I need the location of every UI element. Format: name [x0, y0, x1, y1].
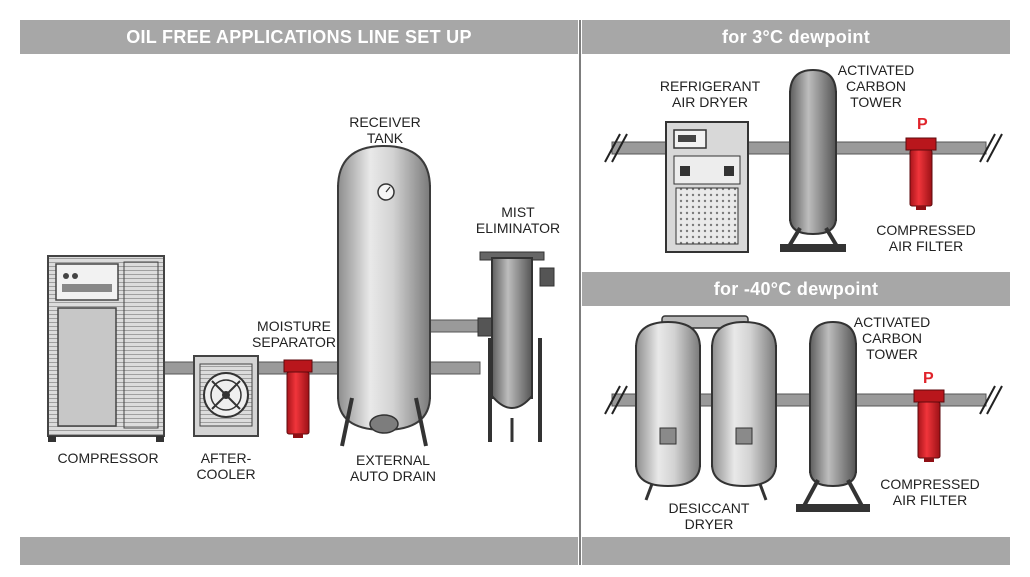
bottom-filter-label-line1: COMPRESSED: [880, 476, 980, 492]
vertical-divider-line: [579, 20, 581, 565]
mist-eliminator-label: MIST ELIMINATOR: [468, 204, 568, 236]
main-panel-title: OIL FREE APPLICATIONS LINE SET UP: [126, 26, 472, 47]
top-carbon-tower-label-line3: TOWER: [850, 94, 902, 110]
top-right-panel-title: for 3°C dewpoint: [722, 26, 870, 47]
bottom-compressed-air-filter: [913, 389, 945, 462]
external-auto-drain-label: EXTERNAL AUTO DRAIN: [338, 452, 448, 484]
right-panel-footer: [582, 537, 1010, 565]
receiver-tank-label-line2: TANK: [366, 130, 404, 146]
bottom-right-pipe: [604, 385, 1003, 415]
bottom-activated-carbon-tower: [796, 320, 870, 512]
aftercooler-unit: [193, 355, 259, 437]
top-filter-label: COMPRESSED AIR FILTER: [866, 222, 986, 254]
moisture-separator-label-line2: SEPARATOR: [251, 334, 337, 350]
top-carbon-tower-label-line2: CARBON: [846, 78, 906, 94]
bottom-filter-label: COMPRESSED AIR FILTER: [870, 476, 990, 508]
desiccant-dryer-label: DESICCANT DRYER: [654, 500, 764, 532]
external-auto-drain-label-line1: EXTERNAL: [356, 452, 430, 468]
desiccant-dryer-label-line1: DESICCANT: [668, 500, 750, 516]
aftercooler-label-line2: COOLER: [196, 466, 256, 482]
bottom-carbon-tower-label-line1: ACTIVATED: [853, 314, 931, 330]
moisture-separator-label: MOISTURE SEPARATOR: [244, 318, 344, 350]
receiver-tank: [337, 144, 431, 447]
desiccant-dryer-label-line2: DRYER: [684, 516, 734, 532]
top-filter-label-line2: AIR FILTER: [888, 238, 964, 254]
mist-eliminator: [477, 251, 555, 442]
bottom-right-panel-title: for -40°C dewpoint: [713, 278, 879, 299]
top-right-panel-header: for 3°C dewpoint: [582, 20, 1010, 54]
desiccant-dryer-unit: [635, 315, 777, 501]
mist-eliminator-label-line2: ELIMINATOR: [475, 220, 561, 236]
aftercooler-label-line1: AFTER-: [200, 450, 252, 466]
main-panel-footer: [20, 537, 578, 565]
refrigerant-dryer-label-line1: REFRIGERANT: [659, 78, 761, 94]
compressor-label: COMPRESSOR: [57, 450, 159, 466]
bottom-filter-p-label: P: [923, 370, 934, 387]
bottom-carbon-tower-label-line3: TOWER: [866, 346, 918, 362]
top-carbon-tower-label: ACTIVATED CARBON TOWER: [826, 62, 926, 110]
receiver-tank-label: RECEIVER TANK: [340, 114, 430, 146]
compressor-unit: [47, 255, 165, 442]
aftercooler-label: AFTER- COOLER: [190, 450, 262, 482]
main-panel-header: OIL FREE APPLICATIONS LINE SET UP: [20, 20, 578, 54]
moisture-separator-label-line1: MOISTURE: [257, 318, 331, 334]
moisture-separator-filter: [283, 359, 313, 438]
refrigerant-dryer-label-line2: AIR DRYER: [672, 94, 748, 110]
mist-eliminator-label-line1: MIST: [501, 204, 535, 220]
refrigerant-dryer-unit: [665, 121, 749, 253]
bottom-carbon-tower-label: ACTIVATED CARBON TOWER: [842, 314, 942, 362]
refrigerant-dryer-label: REFRIGERANT AIR DRYER: [654, 78, 766, 110]
bottom-filter-label-line2: AIR FILTER: [892, 492, 968, 508]
top-filter-label-line1: COMPRESSED: [876, 222, 976, 238]
receiver-tank-label-line1: RECEIVER: [349, 114, 421, 130]
external-auto-drain-label-line2: AUTO DRAIN: [349, 468, 437, 484]
top-filter-p-label: P: [917, 116, 928, 133]
top-carbon-tower-label-line1: ACTIVATED: [837, 62, 915, 78]
bottom-right-panel-header: for -40°C dewpoint: [582, 272, 1010, 306]
top-compressed-air-filter: [905, 137, 937, 210]
bottom-carbon-tower-label-line2: CARBON: [862, 330, 922, 346]
top-activated-carbon-tower: [780, 68, 846, 252]
